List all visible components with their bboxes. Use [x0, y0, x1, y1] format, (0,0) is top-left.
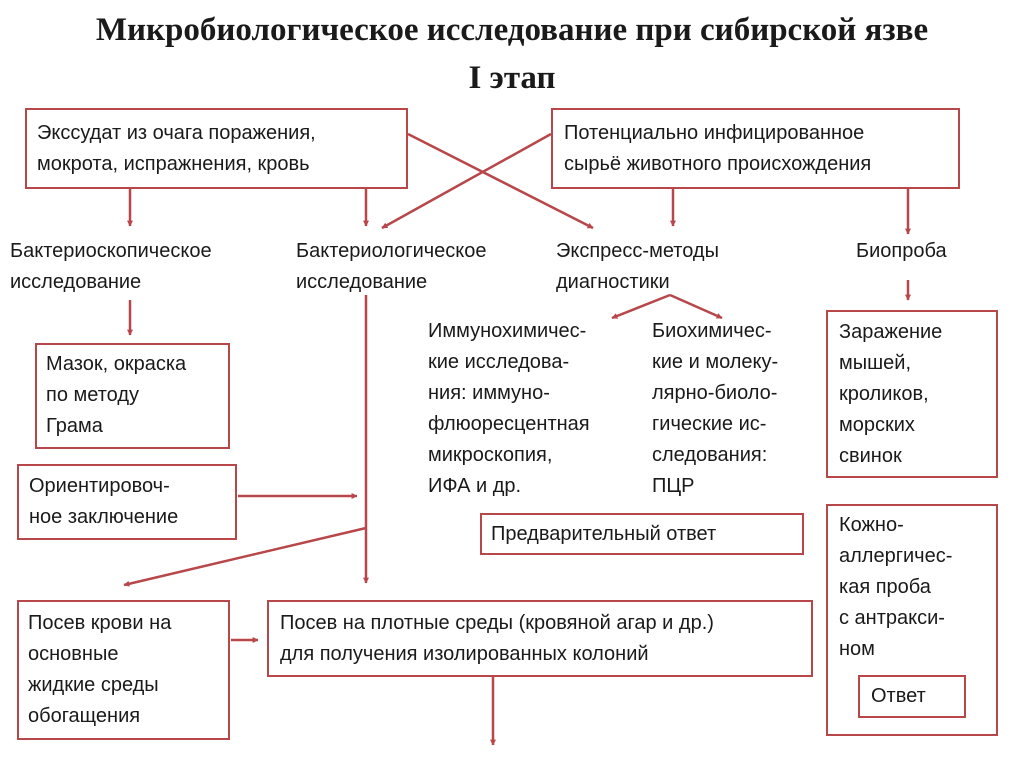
preliminary-answer-text: Предварительный ответ [491, 523, 717, 545]
blood-culture-box [17, 600, 230, 740]
skin-test-text: Кожно- аллергичес- кая проба с антракси-… [839, 514, 953, 660]
exudate-box [25, 108, 408, 189]
page-subtitle: I этап [468, 60, 556, 96]
answer-box [858, 675, 966, 718]
arrow-express-to-immuno [611, 293, 671, 320]
raw-material-text: Потенциально инфицированное сырьё животн… [564, 122, 872, 175]
arrow-bacteriology-to-blood [123, 526, 367, 587]
page-title: Микробиологическое исследование при сиби… [95, 12, 929, 48]
infection-text: Заражение мышей, кроликов, морских свино… [839, 321, 943, 467]
immuno-text: Иммунохимичес- кие исследова- ния: иммун… [428, 320, 590, 497]
express-label: Экспресс-методы диагностики [556, 240, 719, 293]
biochem-text: Биохимичес- кие и молеку- лярно-биоло- г… [652, 320, 779, 497]
raw-material-box [551, 108, 960, 189]
bioassay-label: Биопроба [856, 240, 947, 262]
arrow-express-to-biochem [669, 293, 723, 320]
orientation-box [17, 464, 237, 540]
arrow-exudate-to-express [407, 132, 594, 230]
exudate-text: Экссудат из очага поражения, мокрота, ис… [37, 122, 316, 175]
arrow-raw-to-bacteriology [381, 132, 552, 230]
bacteriology-label: Бактериологическое исследование [296, 240, 487, 293]
smear-box [35, 343, 230, 449]
blood-culture-text: Посев крови на основные жидкие среды обо… [28, 612, 172, 727]
answer-text: Ответ [871, 685, 926, 707]
solid-media-text: Посев на плотные среды (кровяной агар и … [280, 612, 714, 665]
solid-media-box [267, 600, 813, 677]
microscopy-label: Бактериоскопическое исследование [10, 240, 212, 293]
preliminary-answer-box [480, 513, 804, 555]
smear-text: Мазок, окраска по методу Грама [46, 353, 187, 437]
orientation-text: Ориентировоч- ное заключение [29, 475, 179, 528]
infection-box [826, 310, 998, 478]
